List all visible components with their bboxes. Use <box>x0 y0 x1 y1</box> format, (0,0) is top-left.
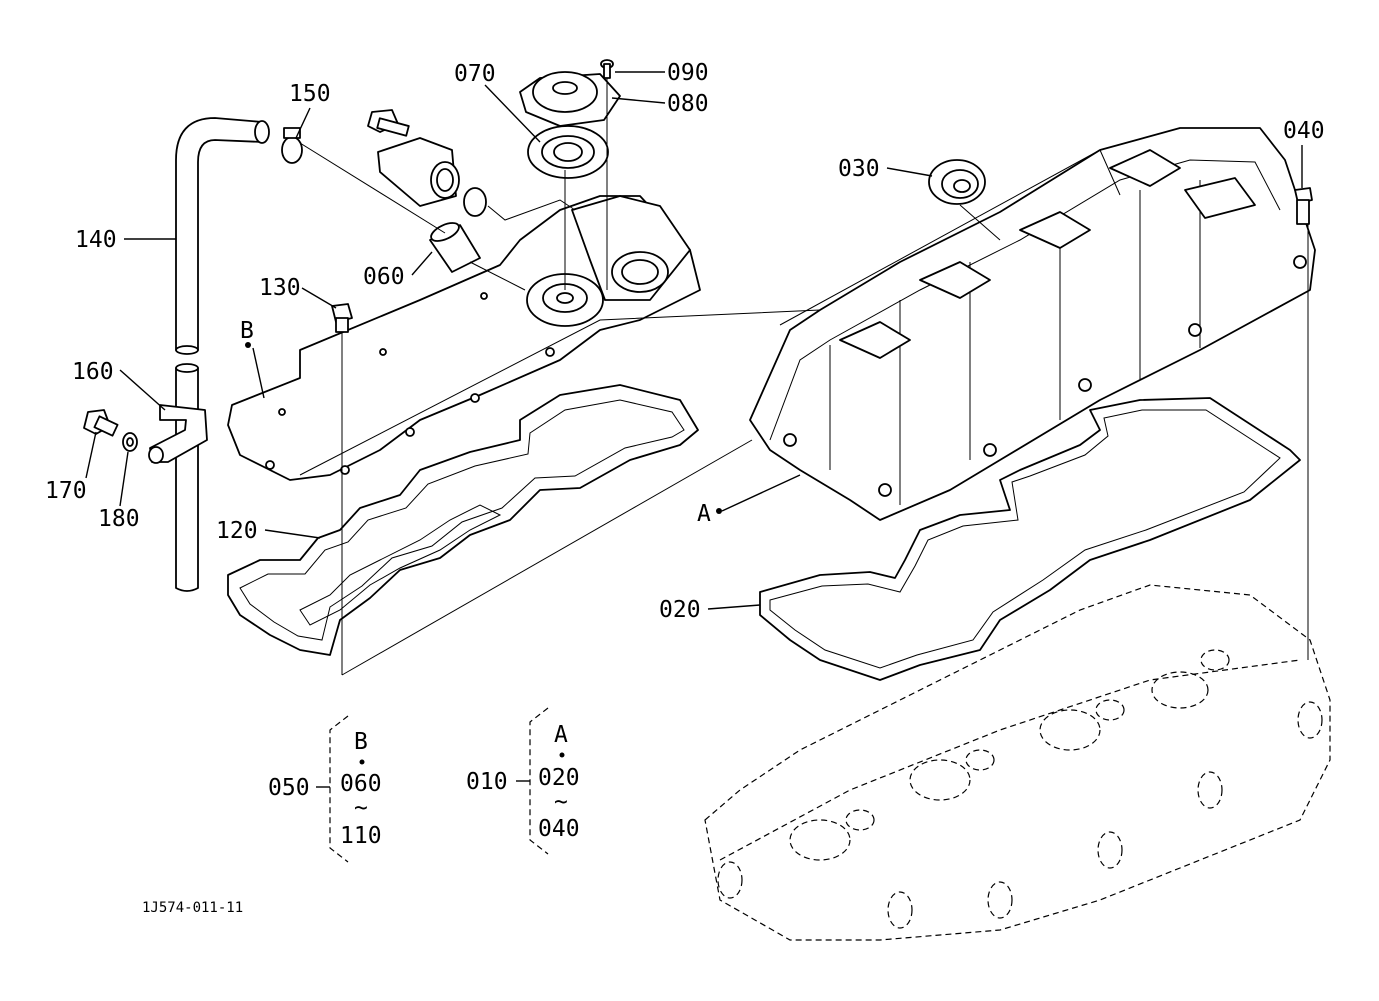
callout-060: 060 <box>363 264 405 290</box>
callout-120: 120 <box>216 518 258 544</box>
callout-090: 090 <box>667 60 709 86</box>
callout-020: 020 <box>659 597 701 623</box>
assembly-b-ref: B <box>354 729 368 755</box>
washer-180 <box>122 432 138 452</box>
assembly-a-tilde: ~ <box>554 789 568 815</box>
callout-030: 030 <box>838 156 880 182</box>
assembly-a-from: 020 <box>538 765 580 791</box>
callout-160: 160 <box>72 359 114 385</box>
assembly-bracket-a <box>516 707 565 855</box>
assembly-b-tilde: ~ <box>354 795 368 821</box>
bolt-040 <box>1294 187 1313 225</box>
oil-cap-030 <box>928 159 986 205</box>
assembly-a-to: 040 <box>538 816 580 842</box>
bracket-160 <box>148 404 208 464</box>
sensor-assembly <box>367 109 487 217</box>
assembly-legend-b: 050 B 060 ~ 110 <box>268 729 382 849</box>
assembly-legend-a: 010 A 020 ~ 040 <box>466 722 580 842</box>
bolt-130 <box>331 303 353 333</box>
callout-labels: 070 090 080 150 040 030 140 060 130 160 … <box>45 60 1325 623</box>
head-cover-a <box>749 127 1316 521</box>
ref-point-a: A <box>697 501 711 527</box>
gasket-120 <box>227 384 699 656</box>
alignment-lines <box>299 78 1309 676</box>
assembly-b-code: 050 <box>268 775 310 801</box>
diagram-id: 1J574-011-11 <box>142 900 243 916</box>
bolt-170 <box>83 409 119 437</box>
callout-130: 130 <box>259 275 301 301</box>
screw-090 <box>600 59 614 79</box>
callout-170: 170 <box>45 478 87 504</box>
callout-080: 080 <box>667 91 709 117</box>
assembly-b-from: 060 <box>340 771 382 797</box>
pipe-060 <box>429 222 481 273</box>
callout-140: 140 <box>75 227 117 253</box>
gasket-020 <box>759 397 1301 681</box>
assembly-a-code: 010 <box>466 769 508 795</box>
callout-150: 150 <box>289 81 331 107</box>
hose-clamp-150 <box>281 127 303 164</box>
callout-180: 180 <box>98 506 140 532</box>
diaphragm-070 <box>527 125 609 179</box>
head-cover-b <box>227 195 701 481</box>
cover-080 <box>519 71 621 127</box>
ref-point-b: B <box>240 318 254 344</box>
callout-070: 070 <box>454 61 496 87</box>
cylinder-head <box>704 584 1331 941</box>
assembly-a-ref: A <box>554 722 568 748</box>
leader-lines <box>85 71 1303 610</box>
callout-040: 040 <box>1283 118 1325 144</box>
assembly-bracket-b <box>316 715 365 863</box>
assembly-b-to: 110 <box>340 823 382 849</box>
